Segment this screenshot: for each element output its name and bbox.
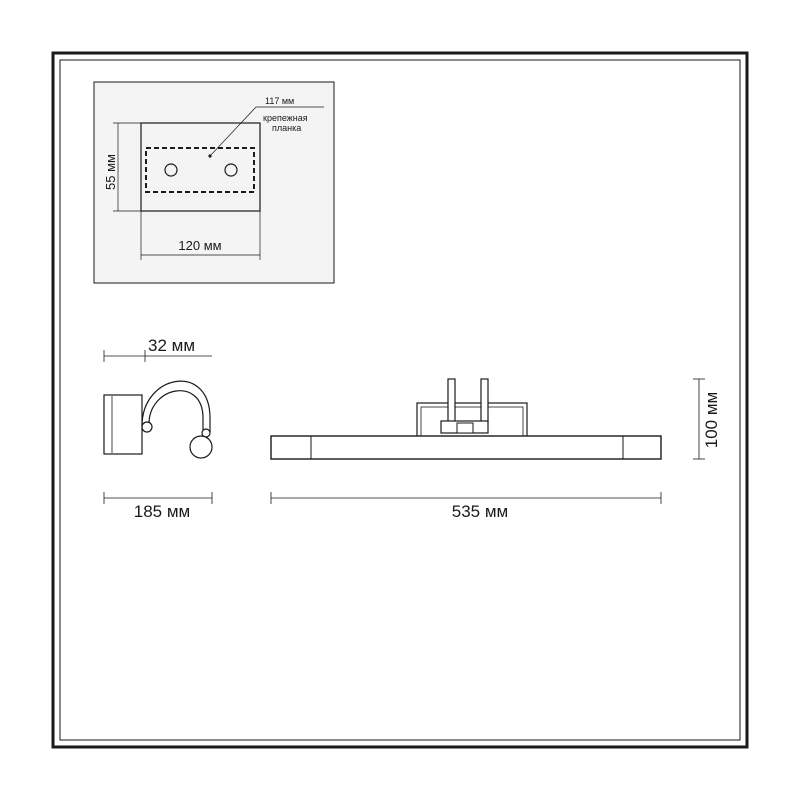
plate-caption-line1: крепежная <box>263 113 308 123</box>
arm-joint <box>141 421 153 433</box>
screw-hole-left <box>164 163 178 177</box>
mounting-bracket <box>145 147 255 193</box>
lamp-end-cap <box>189 435 213 459</box>
front-view: 100 мм 535 мм <box>270 378 721 521</box>
hinge-nut <box>456 422 474 434</box>
mount-inset: 117 мм крепежная планка 55 мм 120 мм <box>93 81 335 284</box>
front-height-label: 100 мм <box>702 392 721 448</box>
total-depth-label: 185 мм <box>134 502 190 521</box>
inner-frame <box>59 59 741 741</box>
plate-caption-line2: планка <box>272 123 301 133</box>
prong-right <box>480 378 489 423</box>
outer-frame <box>51 51 749 749</box>
base-width-label: 120 мм <box>178 238 221 253</box>
arm-outer <box>141 380 211 432</box>
prong-left <box>447 378 456 423</box>
lamp-bar <box>270 435 662 460</box>
base-height-label: 55 мм <box>103 154 118 190</box>
inset-box <box>93 81 335 284</box>
screw-hole-right <box>224 163 238 177</box>
base-plate <box>140 122 261 212</box>
arm-inner <box>148 390 204 432</box>
front-width-label: 535 мм <box>452 502 508 521</box>
side-view: 32 мм 185 мм <box>103 336 213 521</box>
wall-base <box>103 394 143 455</box>
arm-depth-label: 32 мм <box>148 336 195 355</box>
plate-leader-line <box>209 106 324 157</box>
plate-width-label: 117 мм <box>265 96 294 106</box>
